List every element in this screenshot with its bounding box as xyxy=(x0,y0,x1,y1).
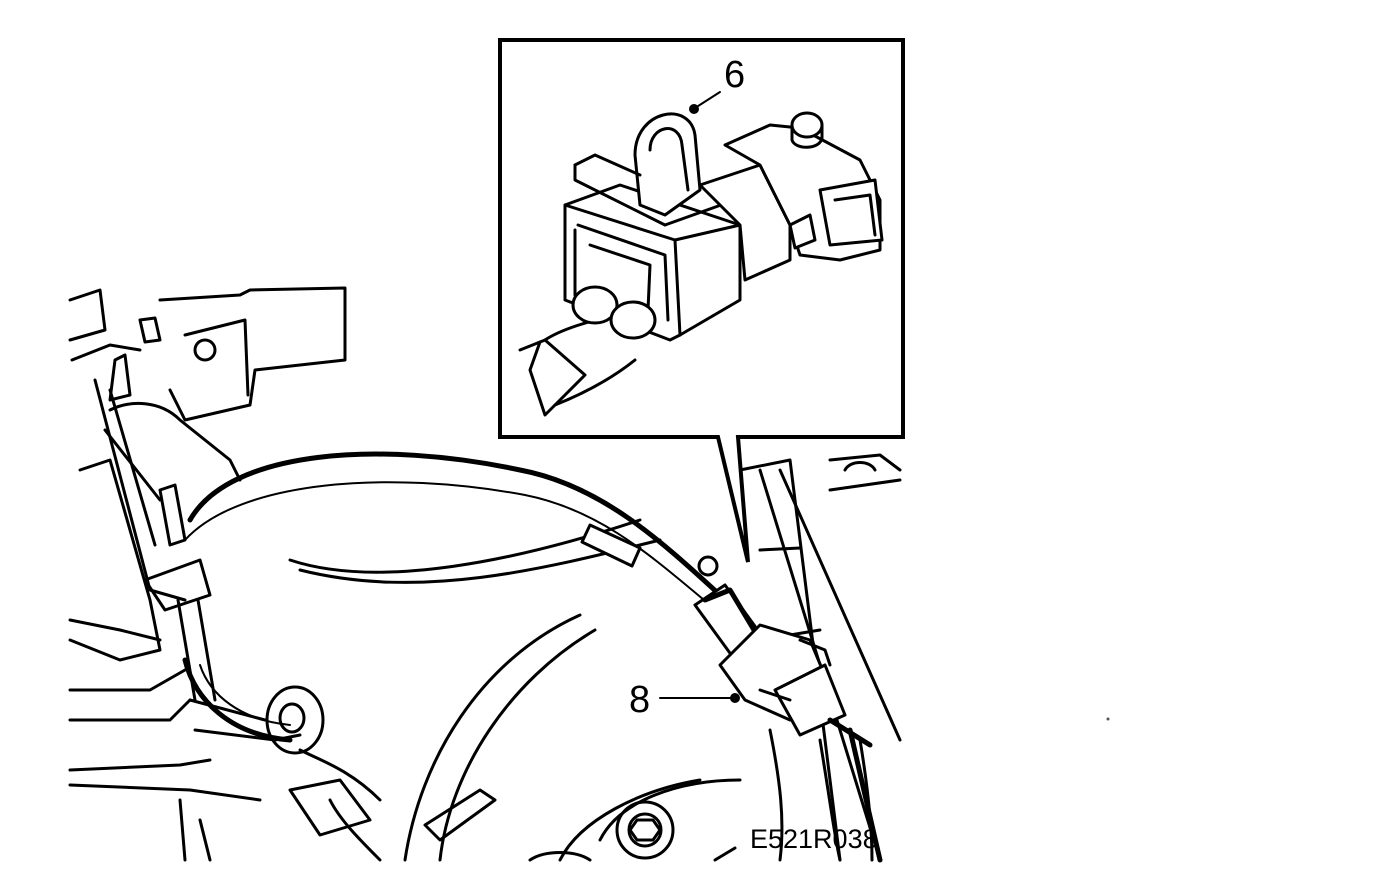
leader-dot-6 xyxy=(689,104,699,114)
inset-detail xyxy=(498,38,905,563)
callout-8: 8 xyxy=(629,679,650,721)
engine-bay-structure xyxy=(68,286,902,862)
connector-assembly xyxy=(693,583,883,863)
leader-dot-8 xyxy=(730,693,740,703)
speck xyxy=(1106,717,1110,721)
callout-6: 6 xyxy=(724,54,745,96)
figure-reference: E521R038 xyxy=(750,824,878,854)
leader-line-6 xyxy=(694,91,721,109)
leader-lines xyxy=(659,91,740,703)
cable-harness xyxy=(182,451,723,743)
